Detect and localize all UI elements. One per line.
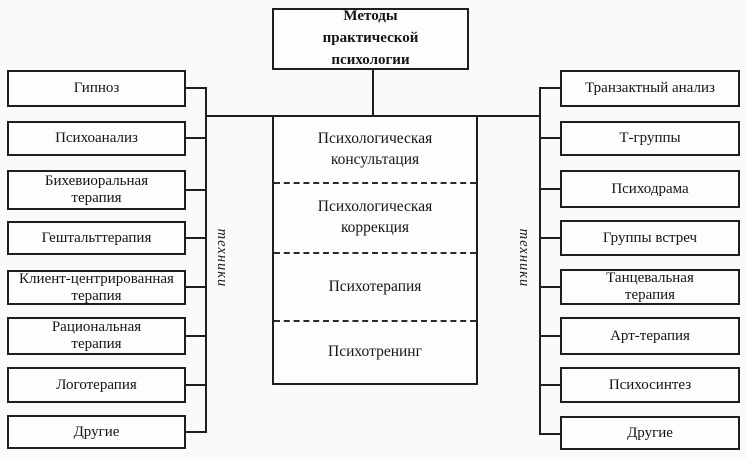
- left-stub-4: [186, 237, 206, 239]
- connector-right-center: [477, 115, 541, 117]
- left-stub-6: [186, 335, 206, 337]
- right-techniques-label: техники: [516, 228, 533, 288]
- right-stub-7: [540, 384, 561, 386]
- left-stub-5: [186, 286, 206, 288]
- left-stub-3: [186, 189, 206, 191]
- right-stub-8: [540, 433, 561, 435]
- right-stub-6: [540, 335, 561, 337]
- method-box-art-therapy: Арт-терапия: [560, 317, 740, 355]
- right-stub-5: [540, 286, 561, 288]
- center-section-psychotraining: Психотренинг: [274, 320, 476, 383]
- right-stub-1: [540, 87, 561, 89]
- method-box-psychoanalysis: Психоанализ: [7, 121, 186, 156]
- center-section-psychotherapy: Психотерапия: [274, 252, 476, 320]
- right-stub-2: [540, 137, 561, 139]
- method-box-encounter-groups: Группы встреч: [560, 220, 740, 256]
- left-stub-1: [186, 87, 206, 89]
- left-stub-8: [186, 431, 206, 433]
- method-box-behavioral-therapy: Бихевиоральная терапия: [7, 170, 186, 210]
- left-spine-line: [205, 87, 207, 433]
- method-box-psychosynthesis: Психосинтез: [560, 367, 740, 403]
- method-box-t-groups: Т-группы: [560, 121, 740, 156]
- right-stub-4: [540, 237, 561, 239]
- method-box-client-centered-therapy: Клиент-центрированная терапия: [7, 270, 186, 305]
- method-box-dance-therapy: Танцевальная терапия: [560, 269, 740, 305]
- right-stub-3: [540, 188, 561, 190]
- center-methods-box: Психологическая консультация Психологиче…: [272, 115, 478, 385]
- right-spine-line: [539, 87, 541, 435]
- method-box-psychodrama: Психодрама: [560, 170, 740, 208]
- method-box-right-other: Другие: [560, 416, 740, 450]
- method-box-hypnosis: Гипноз: [7, 70, 186, 107]
- method-box-gestalt-therapy: Гештальттерапия: [7, 221, 186, 255]
- connector-title-center: [372, 70, 374, 115]
- left-techniques-label: техники: [214, 228, 231, 288]
- method-box-logotherapy: Логотерапия: [7, 367, 186, 403]
- method-box-transactional-analysis: Транзактный анализ: [560, 70, 740, 107]
- left-stub-2: [186, 137, 206, 139]
- title-box: Методы практической психологии: [272, 8, 469, 70]
- connector-left-center: [205, 115, 272, 117]
- center-section-consultation: Психологическая консультация: [317, 129, 433, 168]
- method-box-rational-therapy: Рациональная терапия: [7, 317, 186, 355]
- center-section-correction: Психологическая коррекция: [274, 182, 476, 252]
- method-box-left-other: Другие: [7, 415, 186, 449]
- left-stub-7: [186, 384, 206, 386]
